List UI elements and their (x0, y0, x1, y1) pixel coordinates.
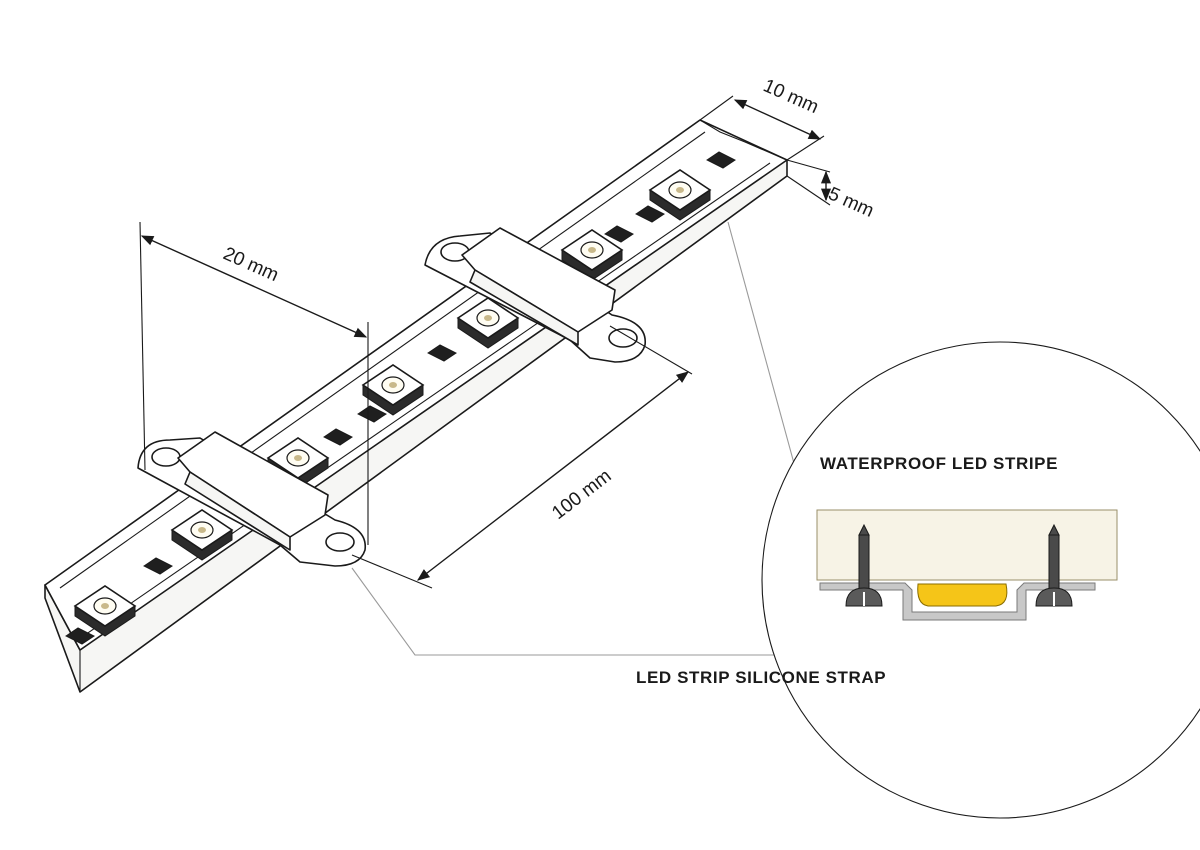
led-chip-icon (648, 169, 712, 221)
dim-width-label: 10 mm (760, 75, 822, 118)
ext-line (699, 95, 734, 121)
led-chip-icon (73, 585, 137, 637)
strip-side-face (44, 159, 788, 693)
led-chip-icon (456, 297, 520, 349)
dim-spacing-label: 100 mm (548, 466, 615, 524)
screw-icon (845, 523, 883, 607)
strap-bridge-side (469, 269, 579, 346)
ext-line (351, 554, 433, 589)
led-chip-icon (560, 229, 624, 281)
strap-hole-icon (325, 532, 355, 552)
ext-line (139, 221, 146, 471)
led-chip-icon (170, 509, 234, 561)
resistor-icon (65, 627, 95, 645)
dim-width-line (733, 99, 822, 140)
resistor-icon (604, 225, 634, 243)
led-chip-icon (361, 364, 425, 416)
dim-spacing-line (417, 371, 689, 581)
ext-line (609, 325, 693, 375)
screw-icon (1035, 523, 1073, 607)
resistor-icon (323, 428, 353, 446)
detail-view (761, 341, 1200, 819)
strap-hole-icon (608, 328, 638, 348)
strap-hole-icon (151, 447, 181, 467)
dim-height-label: 5 mm (825, 183, 877, 222)
ext-line (786, 175, 831, 206)
strip-end (44, 584, 81, 692)
resistor-icon (635, 205, 665, 223)
dim-pitch-line (140, 235, 368, 338)
caption-silicone-strap: LED STRIP SILICONE STRAP (636, 668, 886, 687)
resistors (65, 151, 736, 645)
resistor-icon (706, 151, 736, 169)
ext-line (786, 135, 825, 161)
waterproof-led-stripe (917, 583, 1008, 607)
resistor-icon (427, 344, 457, 362)
strip-end-profile (699, 119, 788, 161)
dim-pitch-label: 20 mm (220, 243, 282, 286)
strap-bridge-side (184, 471, 291, 551)
silicone-strap-back (424, 227, 646, 363)
silicone-strap-front (137, 431, 366, 567)
ext-line (786, 159, 831, 173)
led-chips (73, 169, 712, 637)
resistor-icon (357, 405, 387, 423)
resistor-icon (143, 557, 173, 575)
caption-waterproof-led-stripe: WATERPROOF LED STRIPE (820, 454, 1058, 473)
strip-channel-edge (81, 162, 771, 638)
strip-channel-edge (59, 131, 706, 589)
strap-profile (819, 582, 1096, 621)
